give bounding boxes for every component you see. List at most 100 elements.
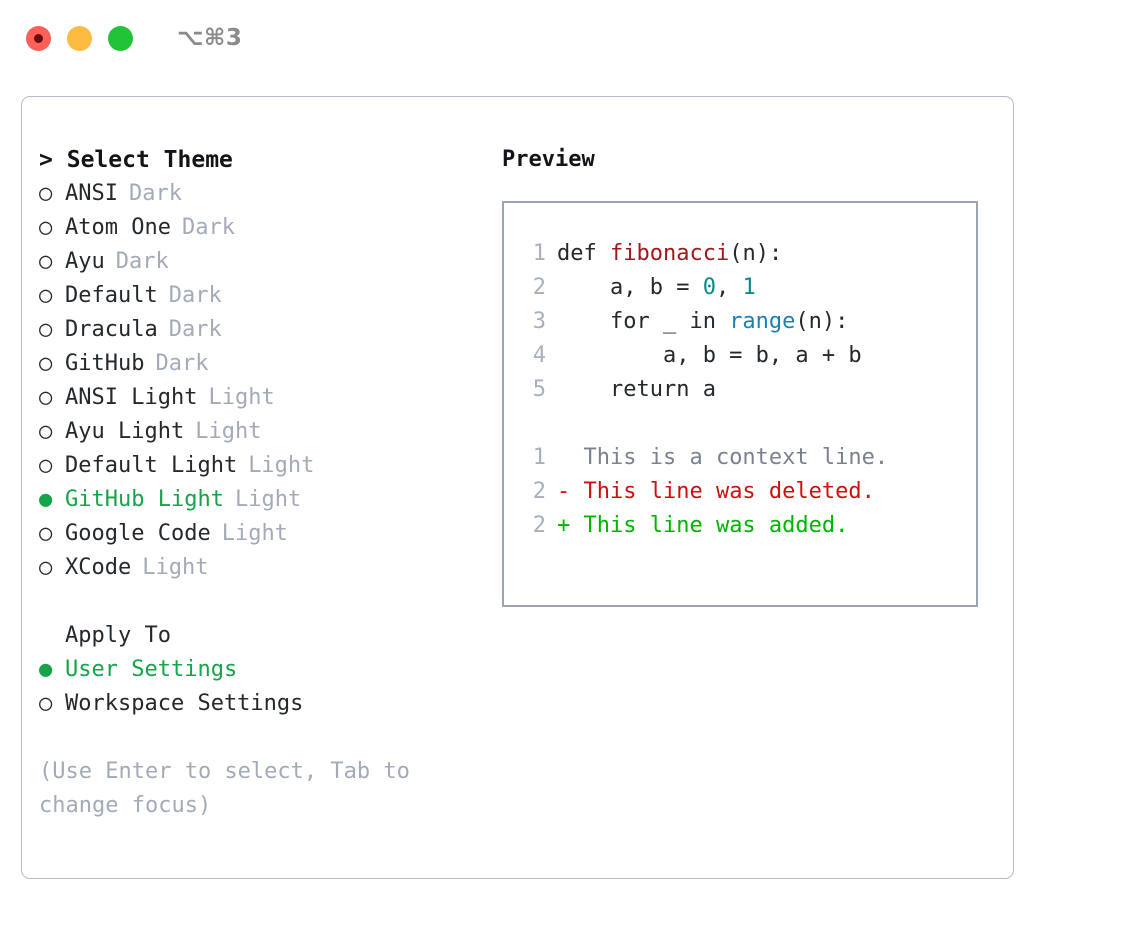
radio-unselected-icon: ○ [39,249,53,274]
apply-to-option-workspace-settings[interactable]: ○ Workspace Settings [39,687,502,721]
theme-option-variant-tag: Dark [115,249,169,274]
theme-option-variant-tag: Dark [181,215,235,240]
theme-option-variant-tag: Dark [168,317,222,342]
code-token-plain: , [715,275,743,300]
diff-marker [557,441,570,475]
theme-option-variant-tag: Light [195,419,262,444]
radio-unselected-icon: ○ [39,521,53,546]
radio-unselected-icon: ○ [39,351,53,376]
code-token-plain: (n): [795,309,849,334]
apply-to-option-label: User Settings [65,657,238,682]
preview-title: Preview [502,147,595,172]
diff-marker: - [557,479,571,504]
close-button[interactable] [26,25,51,51]
apply-to-option-label: Workspace Settings [65,691,304,716]
code-line-content: return a [557,373,716,407]
theme-option-atom-one[interactable]: ○ Atom One Dark [39,211,502,245]
radio-unselected-icon: ○ [39,691,53,716]
line-number: 2 [532,513,546,538]
radio-unselected-icon: ○ [39,555,53,580]
radio-unselected-icon: ○ [39,181,53,206]
theme-option-label: Ayu [65,249,105,274]
theme-option-variant-tag: Light [208,385,275,410]
theme-option-label: ANSI [65,181,118,206]
theme-option-ansi[interactable]: ○ ANSI Dark [39,177,502,211]
code-line-content: a, b = b, a + b [557,339,862,373]
maximize-button[interactable] [108,25,133,51]
code-line: 1 def fibonacci(n): [518,237,976,271]
radio-unselected-icon: ○ [39,453,53,478]
line-number: 3 [532,309,546,334]
code-token-plain: a, b = b, a + b [557,343,862,368]
diff-line-text: This line was added. [570,513,849,538]
theme-option-ansi-light[interactable]: ○ ANSI Light Light [39,381,502,415]
theme-option-label: Dracula [65,317,158,342]
theme-option-variant-tag: Dark [168,283,222,308]
theme-option-xcode[interactable]: ○ XCode Light [39,551,502,585]
diff-sample: 1 This is a context line.2- This line wa… [518,441,976,543]
radio-selected-icon: ● [39,487,53,512]
diff-marker: + [557,513,571,538]
apply-to-option-user-settings[interactable]: ●User Settings [39,653,502,687]
code-token-num: 0 [702,275,716,300]
apply-to-title: Apply To [65,623,171,648]
theme-option-label: XCode [65,555,132,580]
diff-line-text: This line was deleted. [570,479,875,504]
line-number: 1 [532,241,546,266]
code-line: 2 a, b = 0, 1 [518,271,976,305]
theme-option-label: ANSI Light [65,385,198,410]
code-token-call: range [729,309,796,334]
code-diff-separator [518,407,976,441]
list-spacer [39,585,502,619]
diff-line-ctx: 1 This is a context line. [518,441,976,475]
theme-option-label: Default Light [65,453,238,478]
window-controls [26,25,133,51]
theme-option-variant-tag: Light [221,521,288,546]
code-line: 5 return a [518,373,976,407]
diff-line-add: 2 + This line was added. [518,509,976,543]
page-title: > Select Theme [39,143,502,177]
diff-line-del: 2- This line was deleted. [518,475,976,509]
theme-option-label: Default [65,283,158,308]
recording-indicator-icon [34,33,43,43]
code-line-content: def fibonacci(n): [557,237,782,271]
title-bar: ⌥⌘3 [0,0,1140,76]
code-token-plain: return a [557,377,716,402]
keyboard-hint: (Use Enter to select, Tab to change focu… [39,759,410,818]
radio-unselected-icon: ○ [39,283,53,308]
theme-option-dracula[interactable]: ○ Dracula Dark [39,313,502,347]
radio-unselected-icon: ○ [39,385,53,410]
theme-option-label: Atom One [65,215,171,240]
code-token-plain: (n): [729,241,783,266]
code-token-num: 1 [742,275,756,300]
line-number: 4 [532,343,546,368]
code-token-plain: for _ in [557,309,730,334]
page-title-text: Select Theme [66,147,233,173]
code-token-fn: fibonacci [609,241,730,266]
theme-option-default[interactable]: ○ Default Dark [39,279,502,313]
theme-option-variant-tag: Light [234,487,302,512]
radio-unselected-icon: ○ [39,215,53,240]
radio-unselected-icon: ○ [39,419,53,444]
code-token-plain: a, b = [557,275,703,300]
theme-option-variant-tag: Light [142,555,209,580]
prompt-caret: > [39,147,53,173]
apply-to-list: ●User Settings ○ Workspace Settings [39,653,502,721]
code-token-plain: def [557,241,610,266]
theme-option-variant-tag: Dark [128,181,182,206]
theme-option-ayu[interactable]: ○ Ayu Dark [39,245,502,279]
radio-unselected-icon: ○ [39,317,53,342]
minimize-button[interactable] [67,25,92,51]
diff-line-text: This is a context line. [570,445,889,470]
